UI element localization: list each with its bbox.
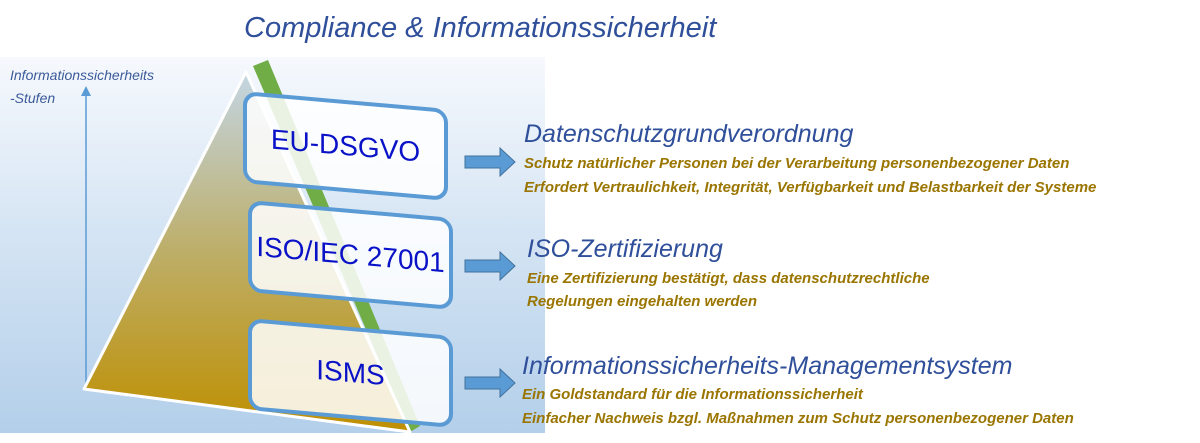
heading-iso: ISO-Zertifizierung bbox=[527, 235, 723, 263]
level-box-eu-dsgvo: EU-DSGVO bbox=[243, 91, 448, 201]
level-label: EU-DSGVO bbox=[270, 123, 421, 168]
description-line: Einfacher Nachweis bzgl. Maßnahmen zum S… bbox=[522, 410, 1074, 427]
arrow-right-icon bbox=[464, 251, 516, 281]
description-line: Erfordert Vertraulichkeit, Integrität, V… bbox=[524, 179, 1097, 196]
page-title: Compliance & Informationssicherheit bbox=[244, 12, 717, 44]
level-box-iso-27001: ISO/IEC 27001 bbox=[248, 200, 453, 310]
axis-label-line: Informationssicherheits bbox=[10, 67, 154, 83]
description-line: Eine Zertifizierung bestätigt, dass date… bbox=[527, 270, 930, 287]
description-line: Ein Goldstandard für die Informationssic… bbox=[522, 386, 863, 403]
axis-label: Informationssicherheits -Stufen bbox=[10, 64, 154, 110]
arrow-right-icon bbox=[464, 147, 516, 177]
level-box-isms: ISMS bbox=[248, 318, 453, 428]
axis-label-line: -Stufen bbox=[10, 90, 56, 106]
arrow-right-icon bbox=[464, 368, 516, 398]
axis-arrowhead-icon bbox=[81, 86, 91, 96]
description-line: Schutz natürlicher Personen bei der Vera… bbox=[524, 155, 1070, 172]
description-line: Regelungen eingehalten werden bbox=[527, 293, 758, 310]
level-label: ISO/IEC 27001 bbox=[256, 230, 445, 279]
heading-dsgvo: Datenschutzgrundverordnung bbox=[524, 120, 854, 148]
heading-isms: Informationssicherheits-Managementsystem bbox=[522, 352, 1013, 380]
level-label: ISMS bbox=[316, 354, 385, 391]
